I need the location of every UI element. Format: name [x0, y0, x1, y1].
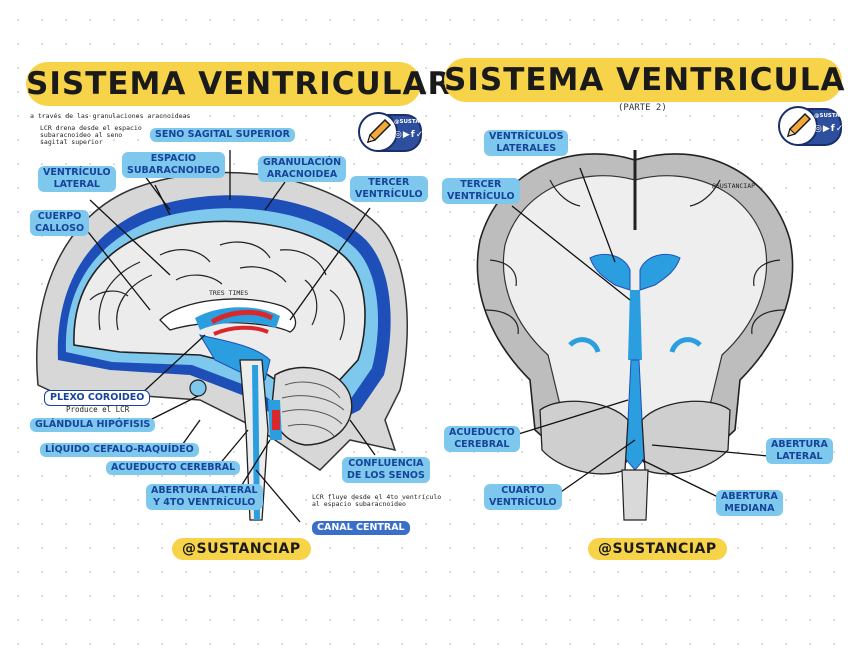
- label-granulacion: GRANULACIÓN ARACNOIDEA: [258, 156, 347, 182]
- label-ventriculos-laterales: VENTRÍCULOS LATERALES: [484, 130, 569, 156]
- note-lcr-drena: LCR drena desde el espacio subaracnoideo…: [40, 124, 142, 146]
- handle-right: @SUSTANCIAP: [588, 538, 727, 560]
- label-espacio-subaracnoideo: ESPACIO SUBARACNOIDEO: [122, 152, 225, 178]
- label-plexo-coroideo: PLEXO COROIDEO: [44, 390, 151, 406]
- badge-handle: @SUSTANCIAP: [814, 113, 848, 119]
- right-panel: SISTEMA VENTRICULAR (PARTE 2) @SUSTANCIA…: [430, 0, 848, 656]
- label-canal-central: CANAL CENTRAL: [312, 521, 410, 535]
- social-badge-right: @SUSTANCIAP ◎▶f✓: [778, 106, 848, 146]
- label-acueducto-cerebral: ACUEDUCTO CEREBRAL: [106, 461, 241, 475]
- social-icons: ◎▶f✓: [814, 124, 845, 134]
- label-abertura-mediana: ABERTURA MEDIANA: [716, 490, 783, 516]
- note-granulaciones: a través de las granulaciones aracnoidea…: [30, 112, 191, 120]
- label-tercer-ventriculo: TERCER VENTRÍCULO: [350, 176, 428, 202]
- label-confluencia-senos: CONFLUENCIA DE LOS SENOS: [342, 457, 430, 483]
- pencil-icon: [778, 106, 818, 146]
- handle-left: @SUSTANCIAP: [172, 538, 311, 560]
- social-icons: ◎▶f✓: [394, 130, 425, 140]
- right-title: SISTEMA VENTRICULAR: [444, 58, 848, 102]
- note-produce-lcr: Produce el LCR: [66, 405, 130, 414]
- left-panel: SISTEMA VENTRICULAR @SUSTANCIAP ◎▶f✓ a t…: [26, 62, 451, 560]
- badge-handle: @SUSTANCIAP: [394, 119, 439, 125]
- label-ventriculo-lateral: VENTRÍCULO LATERAL: [38, 166, 116, 192]
- label-glandula-hipofisis: GLÁNDULA HIPÓFISIS: [30, 418, 156, 432]
- label-cuarto-ventriculo: CUARTO VENTRÍCULO: [484, 484, 562, 510]
- pencil-icon: [358, 112, 398, 152]
- brain-tag-left: TRES TIMES: [209, 289, 249, 297]
- label-abertura-lateral: ABERTURA LATERAL Y 4TO VENTRÍCULO: [146, 484, 263, 510]
- coronal-brain-illustration: [476, 150, 794, 521]
- label-cuerpo-calloso: CUERPO CALLOSO: [30, 210, 90, 236]
- note-lcr-fluye: LCR fluye desde el 4to ventrículo al esp…: [312, 493, 442, 508]
- label-abertura-lateral-right: ABERTURA LATERAL: [766, 438, 833, 464]
- label-seno-sagital: SENO SAGITAL SUPERIOR: [150, 128, 295, 142]
- brain-tag-right: @SUSTANCIAP: [712, 182, 756, 190]
- right-subtitle: (PARTE 2): [618, 103, 667, 113]
- label-acueducto-cerebral-right: ACUEDUCTO CEREBRAL: [444, 426, 520, 452]
- label-tercer-ventriculo-right: TERCER VENTRÍCULO: [442, 178, 520, 204]
- label-liquido-cefalorraquideo: LÍQUIDO CEFALO-RAQUÍDEO: [40, 443, 199, 457]
- sagittal-brain-illustration: [36, 150, 409, 523]
- social-badge-left: @SUSTANCIAP ◎▶f✓: [358, 112, 438, 152]
- left-title: SISTEMA VENTRICULAR: [26, 62, 451, 106]
